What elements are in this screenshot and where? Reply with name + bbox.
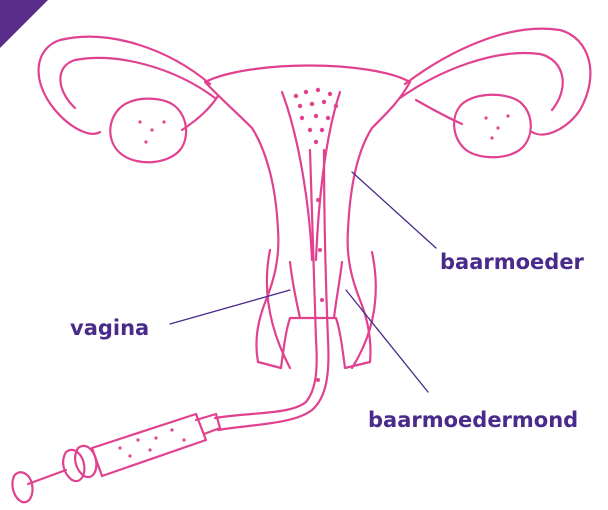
syringe-plunger-rod [28,470,66,484]
syringe-barrel [92,414,206,476]
label-vagina: vagina [70,316,149,340]
label-baarmoedermond: baarmoedermond [368,408,578,432]
uterus-outline [205,66,410,369]
ovary-left-ligament [182,96,218,130]
syringe-flange-1 [75,446,96,477]
ovary-right [454,95,531,158]
cervix-right [334,262,342,318]
leader-line-baarmoedermond [346,290,428,392]
corner-badge [0,0,48,48]
syringe-plunger-thumb [12,472,32,502]
fallopian-tube-right-inner [400,53,563,110]
vaginal-wall-left [267,250,290,368]
leader-line-baarmoeder [352,172,436,248]
label-baarmoeder: baarmoeder [440,250,584,274]
syringe-flange-2 [63,450,84,481]
ovary-left [110,99,186,163]
ovary-right-ligament [416,100,462,124]
cervix-left [290,262,300,318]
